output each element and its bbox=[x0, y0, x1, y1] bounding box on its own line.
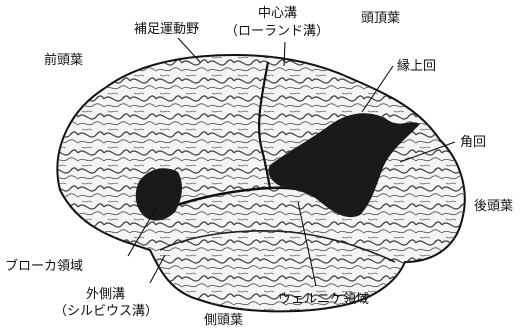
label-broca-area: ブローカ領域 bbox=[5, 259, 83, 275]
label-supplementary-motor: 補足運動野 bbox=[134, 22, 199, 38]
label-wernicke-area: ウェルニケ領域 bbox=[278, 292, 369, 308]
label-frontal-lobe: 前頭葉 bbox=[44, 53, 83, 69]
label-occipital-lobe: 後頭葉 bbox=[474, 199, 513, 215]
label-angular-gyrus: 角回 bbox=[460, 135, 486, 151]
label-parietal-lobe: 頭頂葉 bbox=[361, 11, 400, 27]
label-central-sulcus-1: 中心溝 bbox=[258, 6, 297, 22]
label-supramarginal-gyrus: 縁上回 bbox=[397, 59, 436, 75]
label-temporal-lobe: 側頭葉 bbox=[204, 313, 243, 329]
label-lateral-sulcus-1: 外側溝 bbox=[86, 287, 125, 303]
label-central-sulcus-2: （ローランド溝） bbox=[225, 24, 329, 40]
label-lateral-sulcus-2: （シルビウス溝） bbox=[54, 304, 158, 320]
